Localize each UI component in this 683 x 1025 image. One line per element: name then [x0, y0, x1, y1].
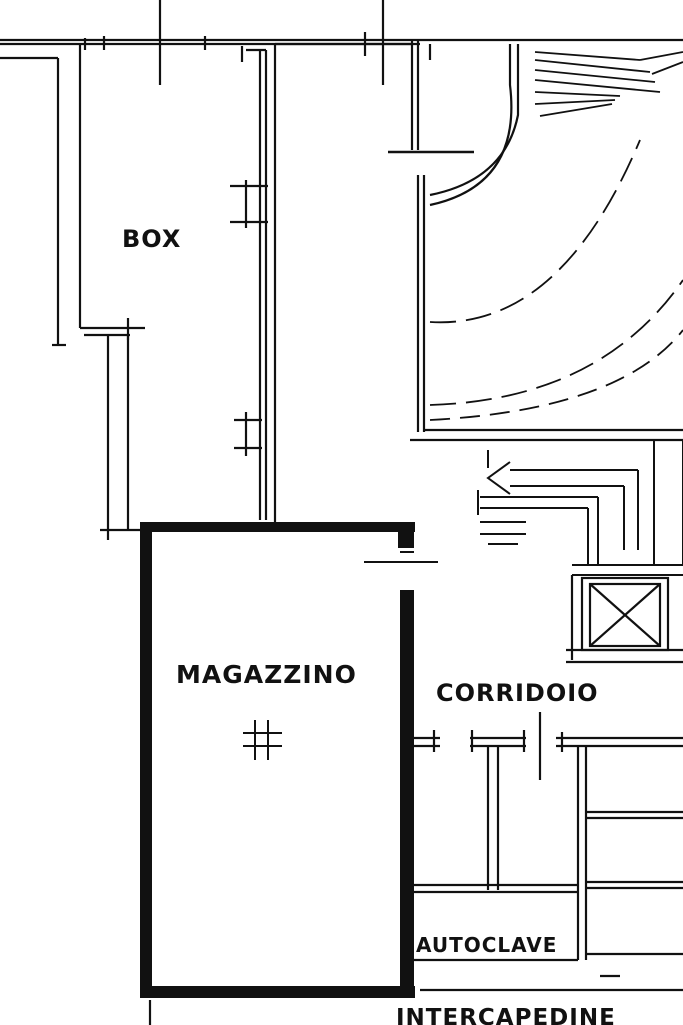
room-label-corridoio: CORRIDOIO [436, 679, 599, 707]
elevator-shaft [566, 575, 683, 664]
corridor-arrows [477, 440, 683, 576]
room-label-magazzino: MAGAZZINO [176, 660, 357, 689]
stair-ramp-area [388, 40, 683, 442]
room-label-box: BOX [122, 225, 181, 253]
box-room-walls [0, 42, 412, 540]
room-label-autoclave: AUTOCLAVE [416, 933, 557, 957]
magazzino-door-gap [364, 551, 438, 563]
corridor-walls [148, 712, 683, 1025]
magazzino-hash-mark [243, 720, 282, 760]
room-label-intercapedine: INTERCAPEDINE [396, 1005, 616, 1025]
magazzino-walls [140, 522, 415, 998]
top-wall [0, 0, 683, 85]
